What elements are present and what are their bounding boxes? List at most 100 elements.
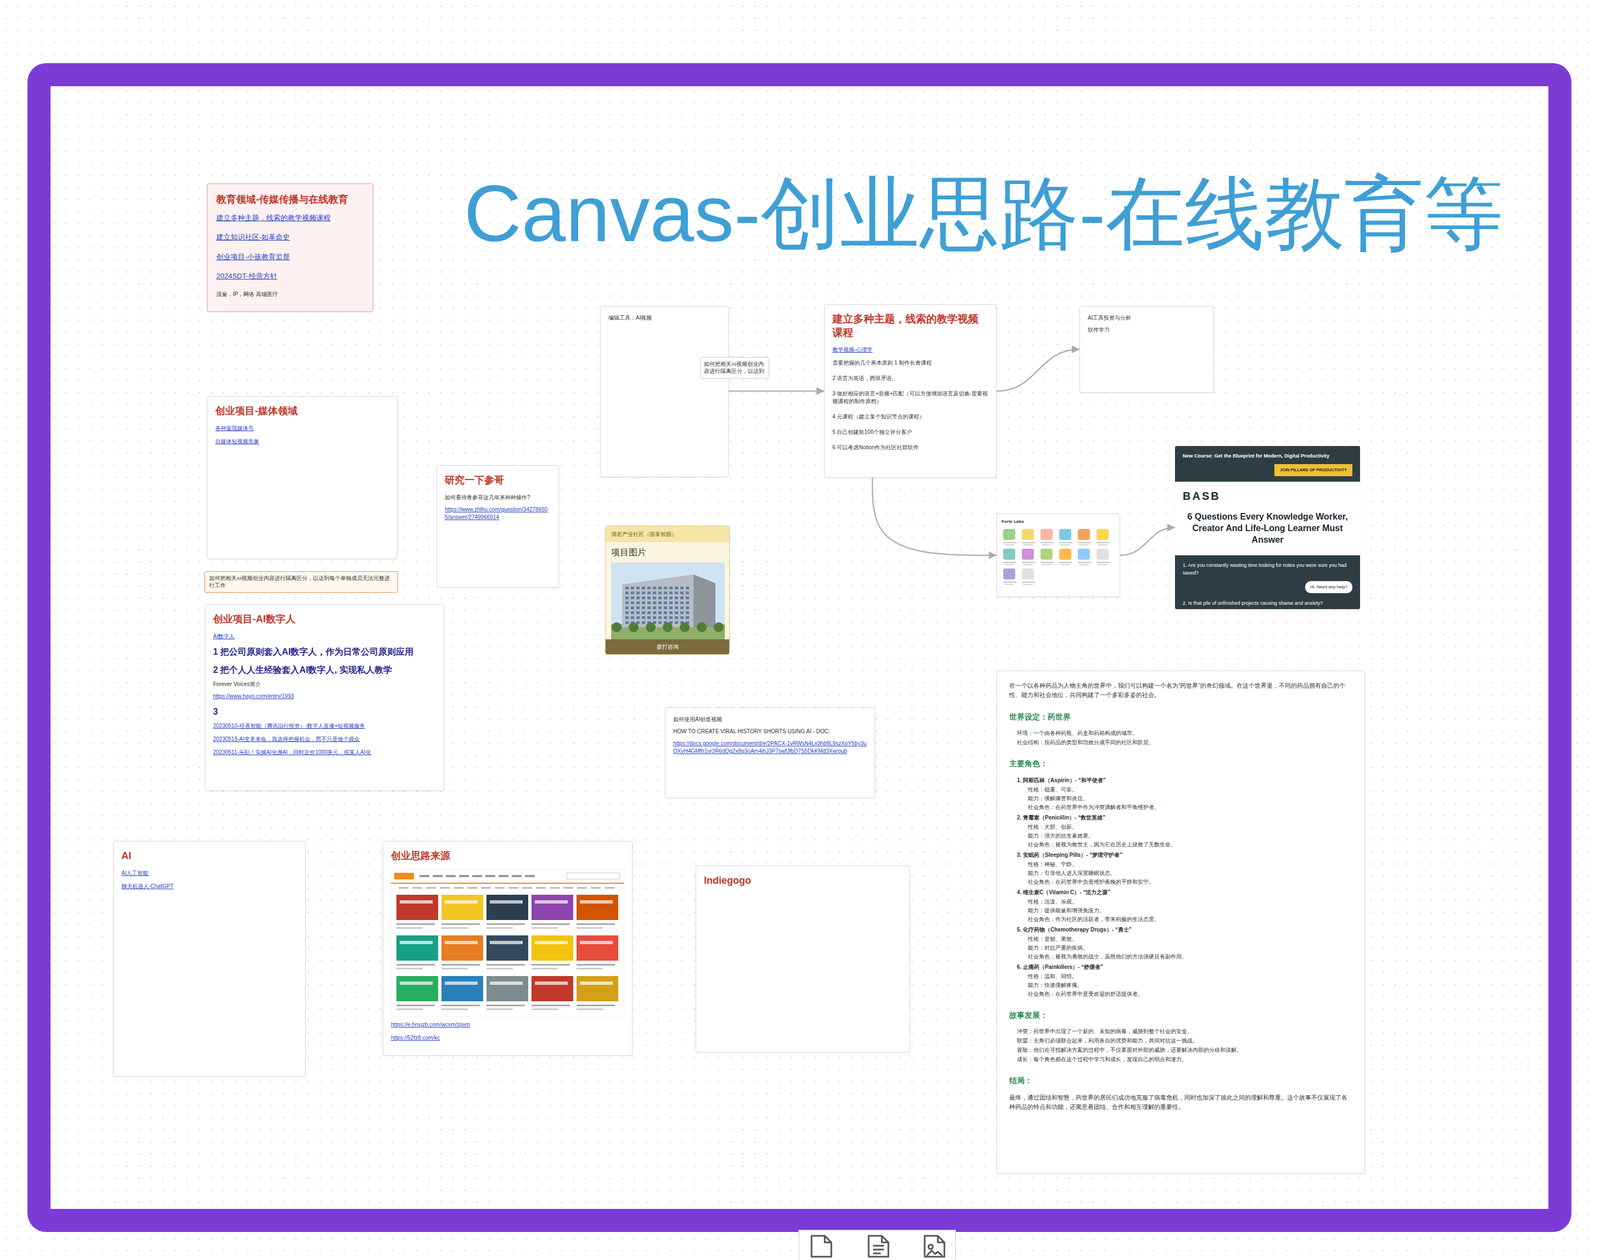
card-heading: 教育领域-传媒传播与在线教育 [216, 192, 365, 207]
note-text: 如何看待青参哥这几年来种种操作? [444, 493, 551, 502]
list-item: 能力：缓解痛苦和炎症。 [1027, 793, 1353, 803]
list-item: 联盟：主角们必须联合起来，利用各自的优势和能力，共同对抗这一挑战。 [1016, 1036, 1353, 1045]
link-text: AI人工智能 [121, 869, 298, 877]
list-item: 社会角色：作为社区的活跃者，带来积极的生活态度。 [1027, 914, 1353, 923]
topic-card: 创业思路来源 https://e.hnsjzb.com/wcxm/zpxm http… [382, 840, 633, 1056]
list-item: 性格：神秘、宁静。 [1027, 859, 1353, 869]
topic-card: 创业项目-AI数字人AI数字人1 把公司原则套入AI数字人，作为日常公司原则应用… [204, 603, 445, 791]
card-heading: 创业项目-媒体领域 [215, 404, 390, 418]
note-text: 3 做好相应的语言+音频+匹配（可以方便增加语言及切换-需要视频课程的制作原档） [832, 389, 989, 406]
card-heading: 建立多种主题，线索的教学视频课程 [832, 312, 989, 340]
note-text: 如何使用AI创造视频 [673, 715, 867, 724]
list-item: 成长：每个角色都在这个过程中学习和成长，发现自己的弱点和潜力。 [1016, 1054, 1353, 1064]
note-text: 如何把相关AI视频创业内容进行隔离区分，以达到每个单独成员无法完整进行工作 [209, 574, 394, 590]
paragraph: 在一个以各种药品为人物主角的世界中，我们可以构建一个名为“药世界”的奇幻领域。在… [1009, 680, 1353, 700]
note-text: 6 可以考虑Notion作为社区社群软件 [832, 443, 989, 452]
note-text: Forever Voices简介 [213, 680, 436, 688]
list-item: 性格：稳重、可靠。 [1027, 785, 1353, 794]
link-text: 教学视频-心理学 [832, 345, 989, 354]
list-item: 社会角色：在药世界中负责维护夜晚的平静和安宁。 [1027, 877, 1353, 886]
app-icon-grid [1001, 527, 1116, 589]
link-text: https://www.zhihu.com/question/342786505… [444, 505, 551, 522]
link-text: https://www.hayo.com/entry/1993 [213, 692, 436, 701]
connector-arrow [1120, 527, 1176, 556]
document-card: 在一个以各种药品为人物主角的世界中，我们可以构建一个名为“药世界”的奇幻领域。在… [996, 670, 1365, 1174]
building-photo [611, 562, 725, 640]
banner-text: New Course: Get the Blueprint for Modern… [1175, 445, 1361, 462]
note-card: 如何使用AI创造视频HOW TO CREATE VIRAL HISTORY SH… [664, 707, 876, 798]
note-card: AI工具投资与分析软件学习 [1079, 305, 1215, 393]
list-item: 社会角色：被视为救世主，因为它在历史上拯救了无数生命。 [1027, 840, 1353, 849]
list-item: 能力：强大的抗生素效果。 [1027, 831, 1353, 840]
question-item: 1. Are you constantly wasting time looki… [1175, 555, 1361, 579]
brand-name: Forte Labs [1001, 518, 1116, 525]
tag-card: 如何把相关AI视频创业内容进行隔离区分，以达到每个单独成员无法完整进行工作 [204, 571, 399, 593]
link-text: https://e.hnsjzb.com/wcxm/zpxm [390, 1020, 625, 1029]
list-item: 能力：引导他人进入深度睡眠状态。 [1027, 868, 1353, 877]
list-item: 冒险：他们在寻找解决方案的过程中，不仅要面对外部的威胁，还要解决内部的分歧和误解… [1016, 1045, 1353, 1054]
key-point: 2 把个人人生经验套入AI数字人, 实现私人教学 [213, 663, 436, 676]
list-item: 性格：大胆、创新。 [1027, 822, 1353, 831]
link-text: 自媒体短视频形象 [215, 437, 390, 446]
topic-card: 研究一下参哥如何看待青参哥这几年来种种操作? https://www.zhihu.… [436, 465, 559, 588]
list-item: 性格：坚韧、果敢。 [1027, 934, 1353, 943]
image-card: Forte Labs [996, 513, 1121, 597]
list-item: 2. 青霉素（Penicillin）- “救世英雄” [1016, 813, 1353, 822]
link-text: 建立多种主题，线索的教学视频课程 [216, 213, 365, 223]
join-button: JOIN PILLARS OF PRODUCTIVITY [1274, 463, 1353, 477]
note-text: AI工具投资与分析 [1087, 314, 1206, 322]
topic-card: 建立多种主题，线索的教学视频课程教学视频-心理学需要把握的几个基本原则 1 制作… [824, 304, 997, 478]
section-heading: 故事发展： [1009, 1009, 1353, 1021]
list-item: 5. 化疗药物（Chemotherapy Drugs）- “勇士” [1016, 925, 1353, 934]
list-item: 1. 阿斯匹林（Aspirin）- “和平使者” [1016, 775, 1353, 785]
canvas-title: Canvas-创业思路-在线教育等 [463, 158, 1504, 270]
connector-arrow [728, 390, 825, 393]
list-item: 社会角色：在药世界中作为冲突调解者和平衡维护者。 [1027, 802, 1353, 811]
website-screenshot [390, 869, 625, 1017]
list-item: 能力：快速缓解疼痛。 [1027, 980, 1353, 989]
link-text: 20230510-经喜智能（腾讯旧行投资）-数字人直播+短视频服务 [213, 722, 436, 730]
list-item: 能力：对抗严重的疾病。 [1027, 943, 1353, 952]
list-item: 能力：提供能量和增强免疫力。 [1027, 905, 1353, 915]
link-text: 聊天机器人-ChatGPT [121, 882, 298, 891]
section-heading: 世界设定：药世界 [1009, 711, 1353, 723]
note-card: 编辑工具：AI视频 [600, 305, 729, 478]
card-header: 滴若产业社区（国泰智园） [605, 526, 730, 542]
note-text: 如何把相关AI视频创业内容进行隔离区分，以达到 [703, 360, 766, 376]
topic-card: Indiegogo [695, 865, 910, 1053]
list-item: 环境：一个由各种药瓶、药盒和药箱构成的城市。 [1016, 728, 1353, 737]
link-text: AI数字人 [213, 632, 436, 641]
topic-card: 创业项目-媒体领域各种返现媒体号自媒体短视频形象 [207, 395, 398, 559]
note-text: 4 元课程（建立某个知识节点的课程） [832, 412, 989, 421]
card-heading: 研究一下参哥 [444, 473, 551, 488]
topic-card: 教育领域-传媒传播与在线教育建立多种主题，线索的教学视频课程建立知识社区-如革命… [207, 183, 374, 312]
list-item: 性格：活泼、乐观。 [1027, 897, 1353, 906]
link-text: 20230511-乐刻！实操AI化身AI，同时定价1000美元，或某人AI化 [213, 748, 436, 757]
link-text: 建立知识社区-如革命史 [216, 232, 365, 243]
note-text: 编辑工具：AI视频 [608, 314, 721, 322]
section-heading: 主要角色： [1009, 758, 1353, 770]
question-item: 2. Is that pile of unfinished projects c… [1175, 592, 1361, 610]
card-title: 项目图片 [605, 541, 730, 562]
link-text: 2024SDT-经营方针 [216, 271, 365, 282]
tag-card: 如何把相关AI视频创业内容进行隔离区分，以达到 [700, 356, 770, 379]
paragraph: 最终，通过团结和智慧，药世界的居民们成功地克服了病毒危机，同时也加深了彼此之间的… [1009, 1092, 1353, 1112]
link-text: 20230515-AI变革来临，我选择把握机会，而不只是做个观众 [213, 735, 436, 743]
section-heading: 结局： [1009, 1075, 1353, 1087]
link-text: 各种返现媒体号 [215, 424, 390, 433]
logo-text: BASB [1175, 481, 1361, 506]
note-text: 流量，IP，网络 高端医疗 [216, 290, 365, 299]
note-text: 5 自己创建前100个独立评分客户 [832, 428, 989, 436]
card-heading: 创业思路来源 [390, 848, 625, 863]
card-heading: AI [121, 848, 298, 863]
call-button: 拨打咨询 [605, 639, 730, 654]
chat-bubble: Hi. Need any help? [1305, 580, 1353, 593]
link-text: https://52fz8.com/kc [390, 1033, 625, 1042]
image-card: 滴若产业社区（国泰智园）项目图片拨打咨询 [605, 525, 730, 655]
link-text: https://docs.google.com/document/d/e/2PA… [673, 739, 867, 755]
list-item: 冲突：药世界中出现了一个新的、未知的病毒，威胁到整个社会的安全。 [1016, 1026, 1353, 1036]
link-text: 创业项目-小孩教育监督 [216, 252, 365, 262]
connector-arrow [996, 349, 1080, 391]
list-item: 社会角色：被视为勇敢的战士，虽然他们的方法强硬且有副作用。 [1027, 952, 1353, 961]
list-item: 4. 维生素C（Vitamin C）- “活力之源” [1016, 887, 1353, 897]
